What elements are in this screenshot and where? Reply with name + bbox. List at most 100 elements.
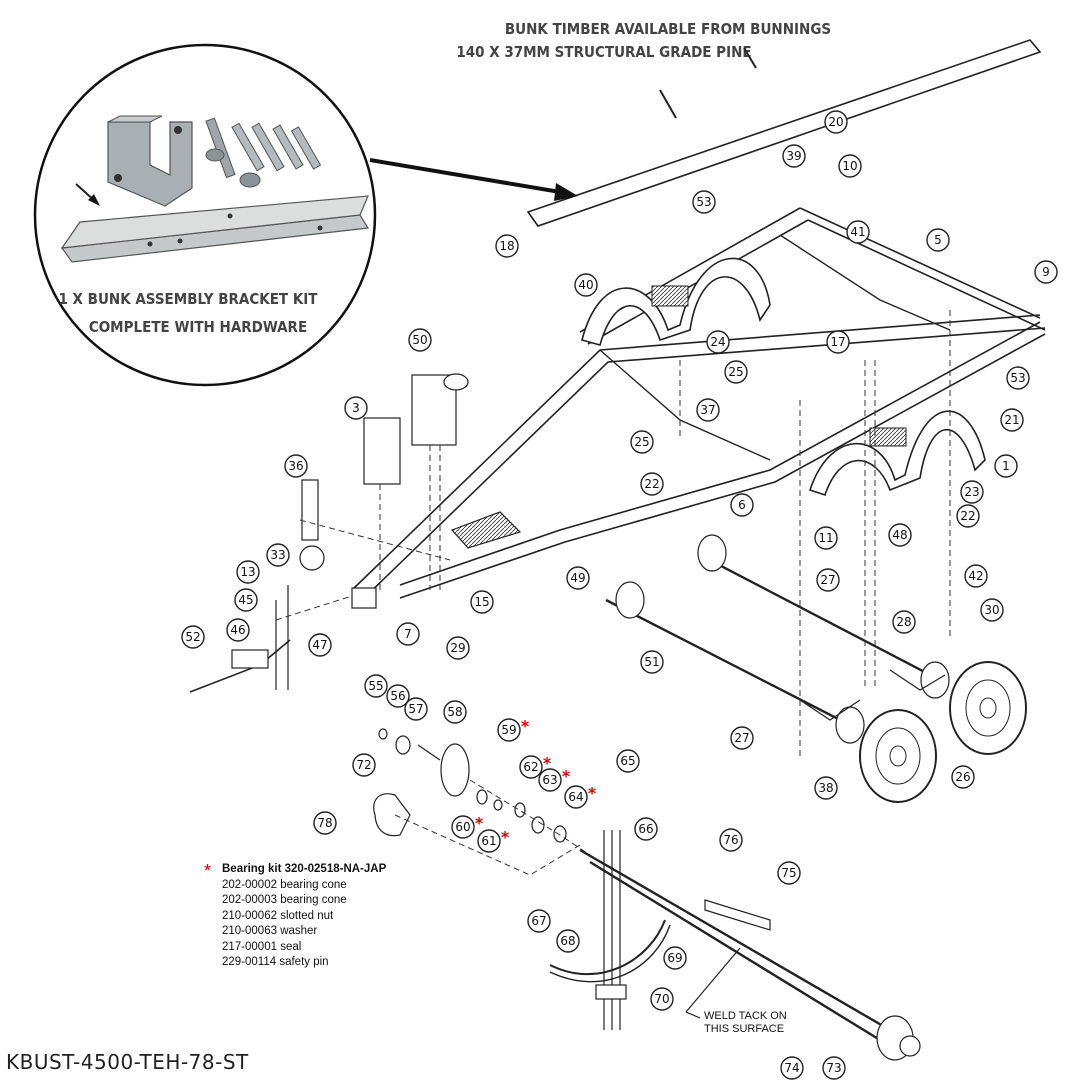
star-icon: * <box>521 717 530 736</box>
bearing-kit-list: * Bearing kit 320-02518-NA-JAP 202-00002… <box>204 861 387 971</box>
callout-label: 56 <box>390 689 405 703</box>
callout-10: 10 <box>838 154 862 178</box>
inset-arrow <box>369 158 561 194</box>
callout-label: 25 <box>728 365 743 379</box>
callout-label: 68 <box>560 934 575 948</box>
callout-64: 64* <box>564 784 597 809</box>
callout-59: 59* <box>497 717 530 742</box>
bunk-timber-spec: 140 X 37MM STRUCTURAL GRADE PINE <box>456 43 751 61</box>
callout-label: 64 <box>568 790 583 804</box>
weld-note-line2: THIS SURFACE <box>704 1023 784 1035</box>
callout-label: 26 <box>955 770 970 784</box>
callout-label: 46 <box>230 623 245 637</box>
wheel-front <box>859 709 937 803</box>
callout-label: 76 <box>723 833 738 847</box>
callout-74: 74 <box>780 1056 804 1080</box>
callout-label: 10 <box>842 159 857 173</box>
callout-21: 21 <box>1000 408 1024 432</box>
callout-33: 33 <box>266 543 290 567</box>
callout-label: 65 <box>620 754 635 768</box>
callout-69: 69 <box>663 946 687 970</box>
jockey-wheel <box>299 479 325 571</box>
callout-18: 18 <box>495 234 519 258</box>
callout-label: 42 <box>968 569 983 583</box>
callout-label: 53 <box>1010 371 1025 385</box>
callout-20: 20 <box>824 110 848 134</box>
callout-45: 45 <box>234 588 258 612</box>
callout-label: 22 <box>644 477 659 491</box>
leader-line <box>743 47 757 69</box>
axle-exploded <box>549 830 921 1061</box>
callout-label: 15 <box>474 595 489 609</box>
hub-exploded <box>373 728 591 876</box>
callout-label: 6 <box>738 498 746 512</box>
callout-27: 27 <box>730 726 754 750</box>
callout-label: 72 <box>356 758 371 772</box>
callout-60: 60* <box>451 814 484 839</box>
callout-24: 24 <box>706 330 730 354</box>
callout-53: 53 <box>692 190 716 214</box>
callout-label: 52 <box>185 630 200 644</box>
callout-label: 11 <box>818 531 833 545</box>
callout-label: 29 <box>450 641 465 655</box>
callout-67: 67 <box>527 909 551 933</box>
bearing-kit-star: * <box>204 861 212 881</box>
axle-upper <box>605 534 950 744</box>
bearing-kit-item: 210-00062 slotted nut <box>222 909 334 922</box>
callout-label: 27 <box>820 573 835 587</box>
callout-label: 23 <box>964 485 979 499</box>
callout-label: 5 <box>934 233 942 247</box>
callout-label: 53 <box>696 195 711 209</box>
callout-label: 66 <box>638 822 653 836</box>
callout-65: 65 <box>616 749 640 773</box>
callout-55: 55 <box>364 674 388 698</box>
callout-label: 22 <box>960 509 975 523</box>
callout-3: 3 <box>344 396 368 420</box>
callout-39: 39 <box>782 144 806 168</box>
callout-label: 1 <box>1002 459 1010 473</box>
callout-label: 57 <box>408 702 423 716</box>
callout-50: 50 <box>408 328 432 352</box>
wheel-rear <box>949 661 1027 755</box>
callout-label: 39 <box>786 149 801 163</box>
leader-line <box>659 89 677 119</box>
coupling <box>189 585 291 693</box>
callout-49: 49 <box>566 566 590 590</box>
callout-label: 48 <box>892 528 907 542</box>
callout-label: 17 <box>830 335 845 349</box>
callout-68: 68 <box>556 929 580 953</box>
callout-17: 17 <box>826 330 850 354</box>
callout-22: 22 <box>956 504 980 528</box>
callout-label: 3 <box>352 401 360 415</box>
callout-27: 27 <box>816 568 840 592</box>
callout-25: 25 <box>724 360 748 384</box>
callout-1: 1 <box>994 454 1018 478</box>
callout-38: 38 <box>814 776 838 800</box>
callout-label: 47 <box>312 638 327 652</box>
bearing-kit-title: Bearing kit 320-02518-NA-JAP <box>222 863 387 875</box>
winch-post <box>363 417 401 590</box>
callout-label: 24 <box>710 335 725 349</box>
callout-label: 21 <box>1004 413 1019 427</box>
callout-label: 37 <box>700 403 715 417</box>
callout-76: 76 <box>719 828 743 852</box>
star-icon: * <box>475 814 484 833</box>
star-icon: * <box>562 767 571 786</box>
callout-label: 7 <box>404 627 412 641</box>
callout-label: 51 <box>644 655 659 669</box>
callout-70: 70 <box>650 987 674 1011</box>
callout-78: 78 <box>313 811 337 835</box>
callout-label: 49 <box>570 571 585 585</box>
callout-51: 51 <box>640 650 664 674</box>
callout-13: 13 <box>236 560 260 584</box>
callout-41: 41 <box>846 220 870 244</box>
mudguard-front <box>581 257 771 346</box>
callout-29: 29 <box>446 636 470 660</box>
callout-label: 25 <box>634 435 649 449</box>
callout-label: 61 <box>481 834 496 848</box>
callout-label: 36 <box>288 459 303 473</box>
callout-label: 45 <box>238 593 253 607</box>
callout-label: 33 <box>270 548 285 562</box>
